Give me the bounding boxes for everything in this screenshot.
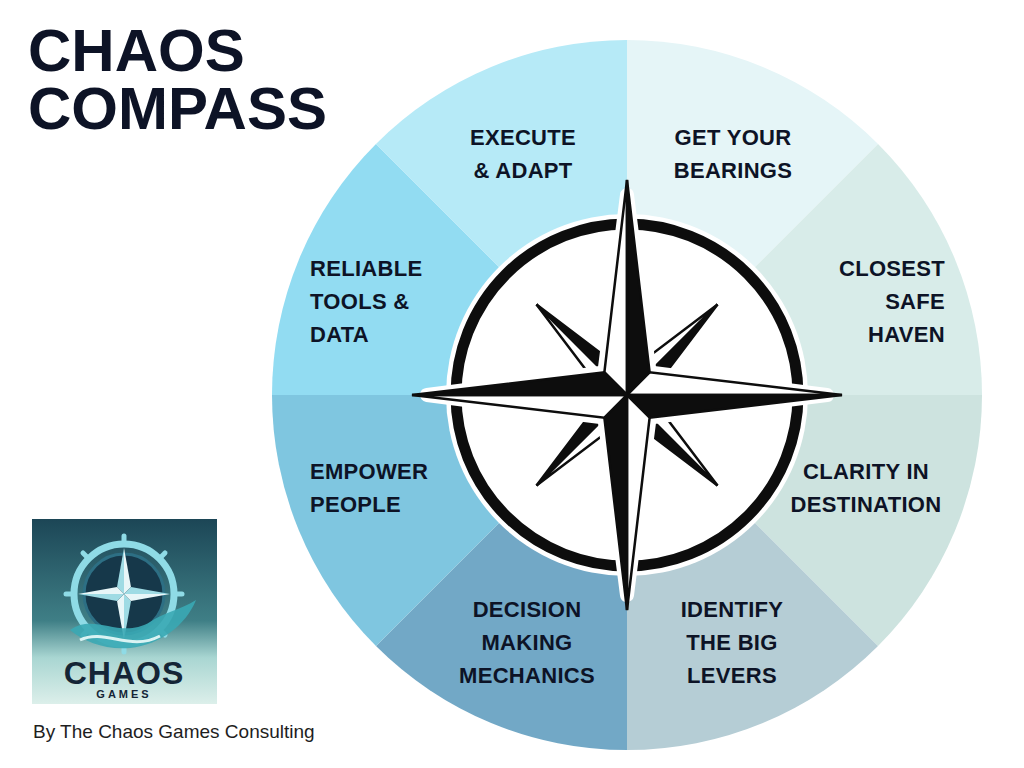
sector-label: CLARITY IN DESTINATION <box>784 455 949 521</box>
logo-ground <box>32 519 217 704</box>
sector-label: DECISION MAKING MECHANICS <box>445 593 610 692</box>
title: CHAOS COMPASS <box>28 22 358 138</box>
sector-label: CLOSEST SAFE HAVEN <box>820 252 945 351</box>
sector-label: EMPOWER PEOPLE <box>310 455 455 521</box>
logo-wheel <box>66 536 196 652</box>
sector-label: EXECUTE & ADAPT <box>464 121 582 187</box>
sector-label: RELIABLE TOOLS & DATA <box>310 252 435 351</box>
sector-label: GET YOUR BEARINGS <box>663 121 803 187</box>
logo-text: CHAOS <box>39 656 209 690</box>
credit-line: By The Chaos Games Consulting <box>33 720 393 744</box>
major-points <box>412 180 842 610</box>
sector-label: IDENTIFY THE BIG LEVERS <box>665 593 800 692</box>
logo-text: GAMES <box>74 688 174 701</box>
